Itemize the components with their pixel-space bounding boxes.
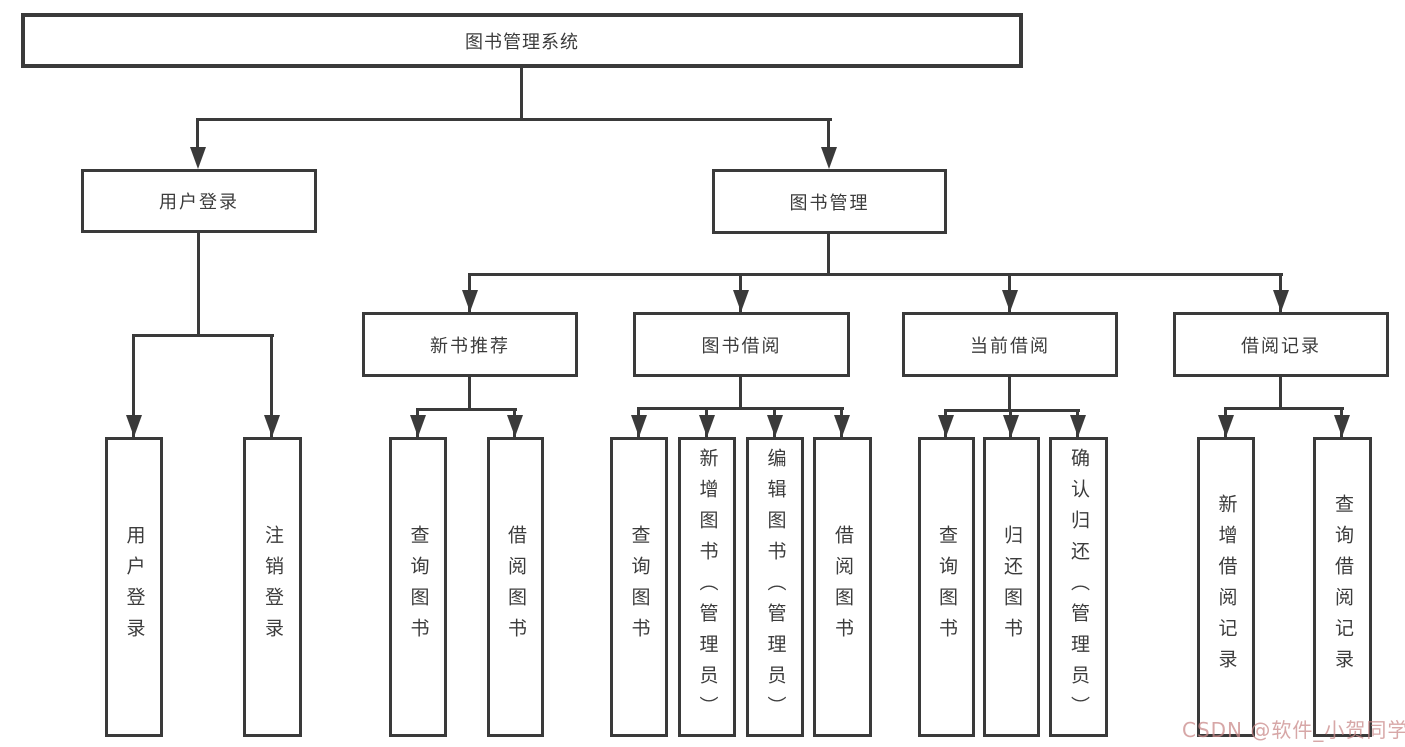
connector-borrow-records-stem bbox=[1279, 377, 1282, 407]
leaf-logout-label: 注销登录 bbox=[262, 525, 284, 649]
arrow-down-icon bbox=[462, 290, 478, 312]
node-root-label: 图书管理系统 bbox=[465, 31, 579, 53]
node-book-borrow: 图书借阅 bbox=[633, 312, 850, 377]
connector-new-book-split bbox=[416, 408, 517, 411]
arrow-down-icon bbox=[1070, 415, 1086, 437]
leaf-cb-confirm-return-label: 确认归还（管理员） bbox=[1068, 447, 1090, 727]
connector-new-book-stem bbox=[468, 377, 471, 408]
arrow-down-icon bbox=[821, 147, 837, 169]
leaf-bb-edit-books-label: 编辑图书（管理员） bbox=[764, 447, 787, 727]
connector-leaf-logout bbox=[270, 334, 273, 437]
node-current-borrow-label: 当前借阅 bbox=[970, 335, 1050, 357]
arrow-down-icon bbox=[631, 415, 647, 437]
connector-book-management-stem bbox=[827, 234, 830, 273]
leaf-user-login-label: 用户登录 bbox=[123, 525, 146, 649]
arrow-down-icon bbox=[1334, 415, 1350, 437]
arrow-down-icon bbox=[699, 415, 715, 437]
node-book-management: 图书管理 bbox=[712, 169, 947, 234]
connector-user-login-split bbox=[132, 334, 274, 337]
node-book-management-label: 图书管理 bbox=[789, 192, 870, 214]
arrow-down-icon bbox=[1218, 415, 1234, 437]
connector-book-borrow-split bbox=[637, 407, 844, 410]
leaf-br-add-record: 新增借阅记录 bbox=[1197, 437, 1255, 737]
arrow-down-icon bbox=[1002, 290, 1018, 312]
leaf-cb-query-books: 查询图书 bbox=[918, 437, 975, 737]
leaf-nr-query-books: 查询图书 bbox=[389, 437, 447, 737]
leaf-bb-borrow-books-label: 借阅图书 bbox=[832, 525, 854, 649]
leaf-cb-return-books-label: 归还图书 bbox=[1001, 525, 1023, 649]
node-borrow-records-label: 借阅记录 bbox=[1241, 335, 1321, 357]
connector-borrow-records-split bbox=[1224, 407, 1344, 410]
connector-current-borrow-stem bbox=[1008, 377, 1011, 409]
arrow-down-icon bbox=[264, 415, 280, 437]
arrow-down-icon bbox=[938, 415, 954, 437]
leaf-logout: 注销登录 bbox=[243, 437, 302, 737]
connector-book-borrow-stem bbox=[739, 377, 742, 407]
connector-branch-book-management bbox=[827, 118, 830, 152]
watermark-text: CSDN @软件_小贺同学 bbox=[1182, 718, 1405, 742]
arrow-down-icon bbox=[1003, 415, 1019, 437]
connector-branch-user-login bbox=[196, 118, 199, 152]
node-new-book-recommend-label: 新书推荐 bbox=[430, 335, 510, 357]
node-user-login: 用户登录 bbox=[81, 169, 317, 233]
leaf-br-query-record: 查询借阅记录 bbox=[1313, 437, 1372, 737]
arrow-down-icon bbox=[767, 415, 783, 437]
arrow-down-icon bbox=[410, 415, 426, 437]
node-current-borrow: 当前借阅 bbox=[902, 312, 1118, 377]
node-root: 图书管理系统 bbox=[21, 13, 1023, 68]
node-borrow-records: 借阅记录 bbox=[1173, 312, 1389, 377]
node-new-book-recommend: 新书推荐 bbox=[362, 312, 578, 377]
leaf-br-add-record-label: 新增借阅记录 bbox=[1215, 494, 1238, 680]
connector-root-stem bbox=[520, 68, 523, 118]
arrow-down-icon bbox=[733, 290, 749, 312]
leaf-cb-return-books: 归还图书 bbox=[983, 437, 1040, 737]
node-user-login-label: 用户登录 bbox=[159, 192, 239, 213]
leaf-bb-add-books-label: 新增图书（管理员） bbox=[696, 447, 719, 727]
arrow-down-icon bbox=[834, 415, 850, 437]
leaf-br-query-record-label: 查询借阅记录 bbox=[1332, 494, 1354, 680]
connector-book-management-split bbox=[468, 273, 1283, 276]
arrow-down-icon bbox=[190, 147, 206, 169]
node-book-borrow-label: 图书借阅 bbox=[701, 335, 782, 357]
leaf-user-login: 用户登录 bbox=[105, 437, 163, 737]
arrow-down-icon bbox=[507, 415, 523, 437]
connector-leaf-user-login bbox=[132, 334, 135, 437]
leaf-nr-borrow-books-label: 借阅图书 bbox=[505, 525, 527, 649]
leaf-nr-query-books-label: 查询图书 bbox=[407, 525, 430, 649]
connector-user-login-stem bbox=[197, 233, 200, 334]
leaf-bb-query-books: 查询图书 bbox=[610, 437, 668, 737]
leaf-nr-borrow-books: 借阅图书 bbox=[487, 437, 544, 737]
connector-root-split bbox=[196, 118, 832, 121]
leaf-cb-query-books-label: 查询图书 bbox=[936, 525, 958, 649]
leaf-bb-query-books-label: 查询图书 bbox=[628, 525, 651, 649]
arrow-down-icon bbox=[1273, 290, 1289, 312]
arrow-down-icon bbox=[126, 415, 142, 437]
leaf-bb-edit-books: 编辑图书（管理员） bbox=[746, 437, 804, 737]
leaf-bb-add-books: 新增图书（管理员） bbox=[678, 437, 736, 737]
connector-current-borrow-split bbox=[944, 409, 1080, 412]
leaf-cb-confirm-return: 确认归还（管理员） bbox=[1049, 437, 1108, 737]
leaf-bb-borrow-books: 借阅图书 bbox=[813, 437, 872, 737]
